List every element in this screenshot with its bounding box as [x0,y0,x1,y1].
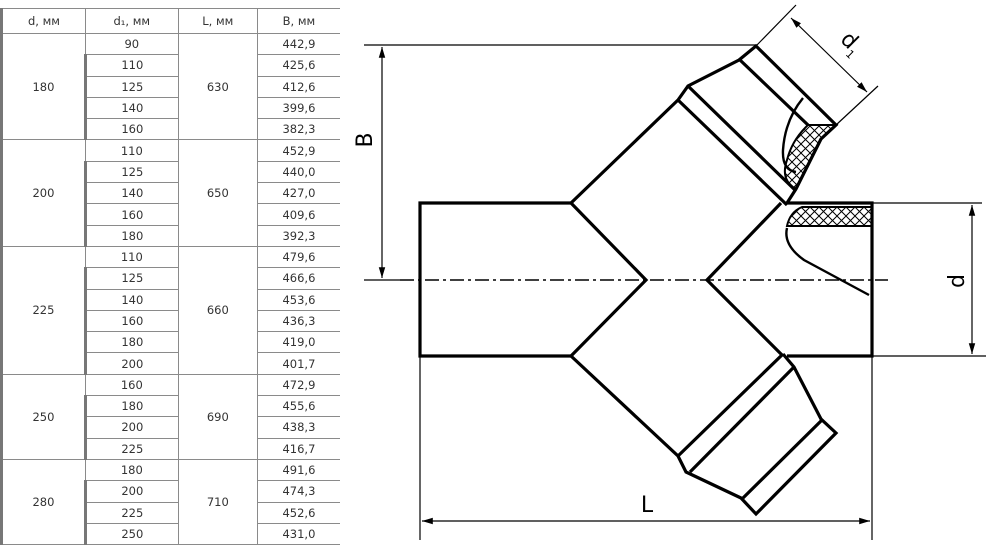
dimension-B: B [353,44,756,278]
cell-L: 650 [177,139,258,247]
cell-B: 399,6 [256,96,340,120]
header-B: B, мм [256,8,340,34]
cell-d1: 110 [84,245,179,269]
cell-d: 280 [0,458,86,546]
cell-B: 438,3 [256,416,340,439]
label-d: d [945,274,970,288]
cell-d: 200 [0,139,86,247]
label-B: B [353,132,378,147]
cell-d1: 160 [83,203,179,226]
dimension-d: d [872,202,986,357]
cell-d1: 250 [83,522,179,546]
cell-B: 452,6 [256,501,340,524]
cell-L: 660 [177,245,258,375]
seal-cutaway-branch [781,97,839,191]
cell-L: 630 [177,32,258,141]
header-d1: d₁, мм [84,8,179,34]
cell-d1: 160 [84,373,179,397]
cell-B: 401,7 [256,352,340,375]
cell-d1: 140 [83,182,179,205]
cell-B: 431,0 [256,522,340,546]
cell-B: 479,6 [256,245,340,269]
table-row: 180 455,6 [2,395,340,418]
dimension-L: L [419,356,873,540]
label-L: L [641,493,654,518]
cell-L: 690 [177,373,258,460]
cell-B: 455,6 [256,395,340,418]
cell-d1: 125 [83,267,179,290]
table-header-row: d, мм d₁, мм L, мм B, мм [0,8,340,34]
cell-B: 491,6 [256,458,340,482]
table-row: 250 431,0 [2,522,340,546]
cell-L: 710 [177,458,258,546]
seal-cutaway-main [785,206,873,297]
cell-d1: 180 [83,395,179,418]
cell-d: 250 [0,373,86,460]
cell-B: 425,6 [256,54,340,77]
cell-d1: 180 [84,458,179,482]
header-d: d, мм [0,8,86,34]
